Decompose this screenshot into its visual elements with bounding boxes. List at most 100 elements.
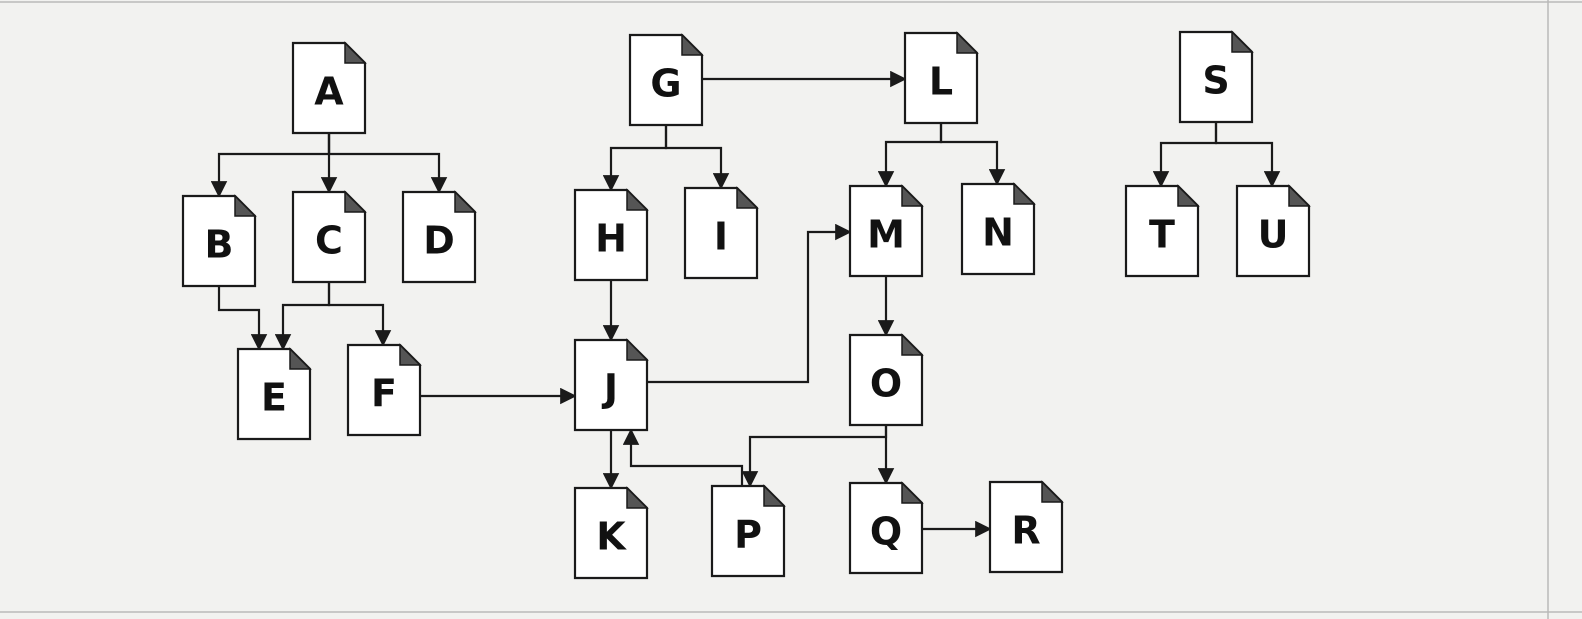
- document-icon: [573, 338, 649, 432]
- page-fold-icon: [1177, 184, 1200, 207]
- page-fold-icon: [1013, 182, 1036, 205]
- node-label: C: [315, 219, 343, 263]
- document-icon: [848, 481, 924, 575]
- document-node-r: R: [988, 480, 1064, 574]
- document-node-e: E: [236, 347, 312, 441]
- document-icon: [1235, 184, 1311, 278]
- edge-c-to-f: [327, 282, 392, 347]
- document-node-b: B: [181, 194, 257, 288]
- node-label: U: [1258, 213, 1289, 257]
- page-fold-icon: [234, 194, 257, 217]
- document-node-g: G: [628, 33, 704, 127]
- node-label: G: [650, 62, 681, 106]
- document-icon: [181, 194, 257, 288]
- node-label: B: [205, 223, 234, 267]
- page-fold-icon: [763, 484, 786, 507]
- edge-g-to-i: [664, 125, 730, 190]
- page-fold-icon: [736, 186, 759, 209]
- edge-a-to-d: [327, 133, 448, 194]
- node-label: D: [423, 219, 455, 263]
- node-label: E: [261, 376, 287, 420]
- document-icon: [346, 343, 422, 437]
- node-label: Q: [870, 510, 902, 554]
- document-icon: [291, 190, 367, 284]
- document-icon: [401, 190, 477, 284]
- node-label: P: [734, 513, 762, 557]
- document-icon: [1124, 184, 1200, 278]
- document-icon: [848, 333, 924, 427]
- document-node-p: P: [710, 484, 786, 578]
- page-fold-icon: [626, 486, 649, 509]
- page-fold-icon: [1231, 30, 1254, 53]
- document-icon: [573, 188, 649, 282]
- document-node-q: Q: [848, 481, 924, 575]
- node-layer: A B C D E F G H I J K L M N O P Q R S T U: [181, 30, 1311, 580]
- document-node-j: J: [573, 338, 649, 432]
- document-icon: [236, 347, 312, 441]
- document-icon: [291, 41, 367, 135]
- node-label: M: [867, 213, 905, 257]
- node-label: H: [595, 217, 627, 261]
- document-node-s: S: [1178, 30, 1254, 124]
- node-label: K: [596, 515, 627, 559]
- edge-l-to-m: [877, 123, 943, 188]
- document-icon: [710, 484, 786, 578]
- document-node-o: O: [848, 333, 924, 427]
- page-fold-icon: [901, 333, 924, 356]
- document-icon: [683, 186, 759, 280]
- node-label: A: [314, 70, 344, 114]
- node-label: R: [1011, 509, 1040, 553]
- node-label: L: [929, 60, 953, 104]
- document-icon: [960, 182, 1036, 276]
- edge-g-to-h: [602, 125, 668, 192]
- page-fold-icon: [344, 190, 367, 213]
- document-node-d: D: [401, 190, 477, 284]
- document-node-a: A: [291, 41, 367, 135]
- document-node-k: K: [573, 486, 649, 580]
- edge-a-to-b: [210, 133, 331, 198]
- page-fold-icon: [344, 41, 367, 64]
- node-label: F: [371, 372, 397, 416]
- node-label: O: [870, 362, 902, 406]
- edge-l-to-n: [939, 123, 1006, 186]
- document-icon: [848, 184, 924, 278]
- page-fold-icon: [626, 188, 649, 211]
- document-icon: [573, 486, 649, 580]
- page-fold-icon: [454, 190, 477, 213]
- page-fold-icon: [399, 343, 422, 366]
- edge-p-to-j: [622, 428, 744, 486]
- document-node-i: I: [683, 186, 759, 280]
- edge-s-to-u: [1214, 122, 1281, 188]
- edge-o-to-p: [741, 425, 888, 488]
- page-fold-icon: [626, 338, 649, 361]
- page-fold-icon: [956, 31, 979, 54]
- document-node-n: N: [960, 182, 1036, 276]
- edge-layer: [210, 70, 1281, 538]
- node-label: I: [714, 215, 728, 259]
- page-fold-icon: [901, 481, 924, 504]
- node-label: S: [1202, 59, 1229, 103]
- page-fold-icon: [901, 184, 924, 207]
- document-icon: [1178, 30, 1254, 124]
- document-node-h: H: [573, 188, 649, 282]
- node-label: N: [982, 211, 1014, 255]
- page-fold-icon: [289, 347, 312, 370]
- document-icon: [988, 480, 1064, 574]
- document-node-l: L: [903, 31, 979, 125]
- document-icon: [903, 31, 979, 125]
- page-fold-icon: [681, 33, 704, 56]
- edge-b-to-e: [217, 286, 268, 351]
- edge-c-to-e: [274, 282, 331, 351]
- document-icon: [628, 33, 704, 127]
- document-node-c: C: [291, 190, 367, 284]
- edge-j-to-m: [647, 223, 852, 384]
- document-node-t: T: [1124, 184, 1200, 278]
- edge-s-to-t: [1152, 122, 1218, 188]
- node-label: J: [601, 367, 618, 411]
- document-node-u: U: [1235, 184, 1311, 278]
- page-fold-icon: [1288, 184, 1311, 207]
- node-label: T: [1149, 213, 1175, 257]
- document-node-f: F: [346, 343, 422, 437]
- page-fold-icon: [1041, 480, 1064, 503]
